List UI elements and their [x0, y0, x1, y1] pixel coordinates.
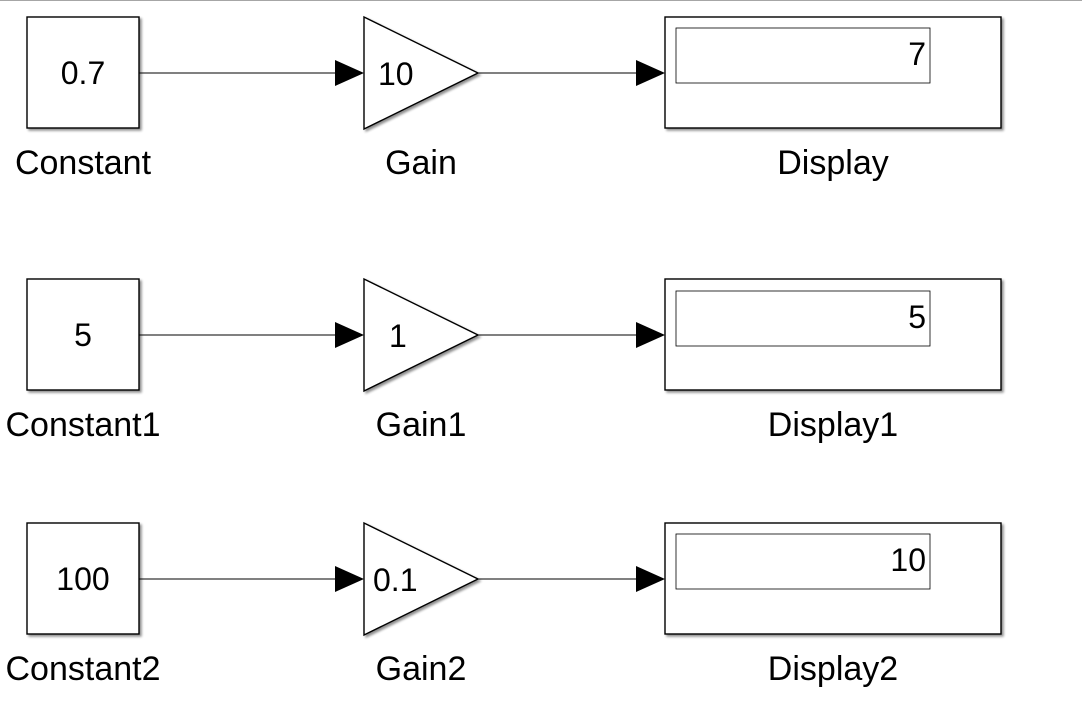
- arrowhead-icon: [636, 566, 665, 592]
- row-0: 0.7 Constant 10 Gain 7 Display: [15, 15, 1002, 182]
- gain-block[interactable]: 10: [363, 15, 480, 131]
- gain-label[interactable]: Gain2: [376, 650, 467, 688]
- constant-block[interactable]: 0.7: [26, 16, 140, 129]
- constant-block[interactable]: 5: [26, 278, 140, 391]
- row-1: 5 Constant1 1 Gain1 5 Display1: [6, 277, 1002, 444]
- gain-value: 0.1: [373, 562, 417, 598]
- arrowhead-icon: [335, 322, 364, 348]
- display-label[interactable]: Display: [777, 144, 888, 182]
- constant-value: 100: [56, 561, 109, 597]
- row-2: 100 Constant2 0.1 Gain2 10 Display2: [6, 521, 1002, 688]
- gain-block[interactable]: 0.1: [363, 521, 480, 637]
- gain-value: 10: [378, 56, 414, 92]
- display-block[interactable]: 7: [664, 16, 1002, 129]
- gain-label[interactable]: Gain1: [376, 406, 467, 444]
- gain-block[interactable]: 1: [363, 277, 480, 393]
- gain-label[interactable]: Gain: [385, 144, 457, 182]
- arrowhead-icon: [636, 60, 665, 86]
- constant-block[interactable]: 100: [26, 522, 140, 635]
- display-label[interactable]: Display1: [768, 406, 898, 444]
- display-block[interactable]: 10: [664, 522, 1002, 635]
- arrowhead-icon: [636, 322, 665, 348]
- arrowhead-icon: [335, 60, 364, 86]
- constant-label[interactable]: Constant: [15, 144, 152, 182]
- display-block[interactable]: 5: [664, 278, 1002, 391]
- gain-value: 1: [389, 318, 407, 354]
- display-value: 7: [908, 36, 926, 72]
- constant-value: 5: [74, 317, 92, 353]
- arrowhead-icon: [335, 566, 364, 592]
- constant-value: 0.7: [61, 55, 105, 91]
- display-value: 5: [908, 299, 926, 335]
- display-label[interactable]: Display2: [768, 650, 898, 688]
- constant-label[interactable]: Constant2: [6, 650, 161, 688]
- display-value: 10: [890, 542, 926, 578]
- constant-label[interactable]: Constant1: [6, 406, 161, 444]
